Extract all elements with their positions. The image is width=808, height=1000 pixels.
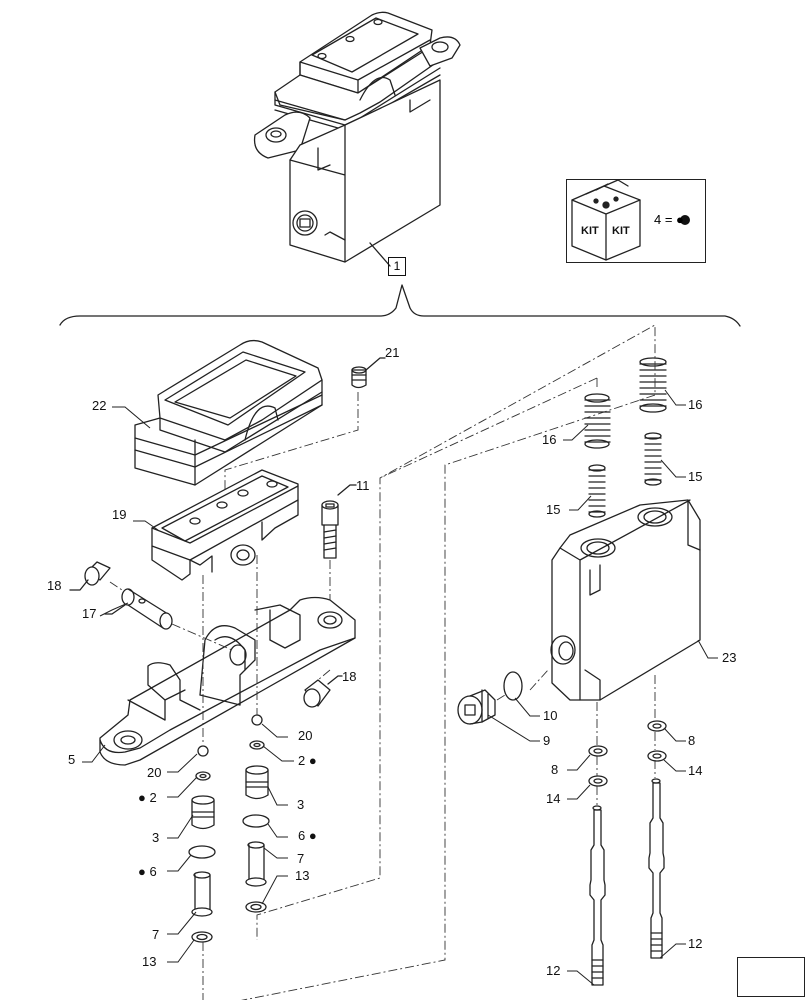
leader-lines bbox=[82, 389, 718, 986]
callout-21: 21 bbox=[385, 345, 400, 360]
callout-3-right: 3 bbox=[297, 797, 305, 812]
callout-19: 19 bbox=[112, 507, 127, 522]
callout-3-left: 3 bbox=[152, 830, 160, 845]
part-11-screw bbox=[321, 500, 339, 559]
centerlines bbox=[109, 324, 656, 1000]
kit-legend-box bbox=[566, 179, 706, 263]
callout-15-right: 15 bbox=[688, 469, 703, 484]
callout-8-left: 8 bbox=[551, 762, 559, 777]
part-12-spool-stems bbox=[589, 778, 665, 986]
callout-13-left: 13 bbox=[142, 954, 157, 969]
part-8-14-rings bbox=[588, 720, 667, 787]
part-5-lever-base bbox=[99, 596, 356, 766]
part-22-cover bbox=[134, 339, 323, 486]
callout-15-left: 15 bbox=[546, 502, 561, 517]
callout-18: 18 bbox=[47, 578, 62, 593]
kit-text-left: KIT bbox=[581, 225, 599, 237]
callout-20-left: 20 bbox=[147, 765, 162, 780]
callout-2-right: 2 ● bbox=[298, 753, 317, 768]
part-16-springs bbox=[584, 357, 667, 449]
callout-8-right: 8 bbox=[688, 733, 696, 748]
callout-18-lower: 18 bbox=[342, 669, 357, 684]
part-15-springs bbox=[588, 432, 662, 518]
callout-20-right: 20 bbox=[298, 728, 313, 743]
part-10-o-ring bbox=[503, 671, 523, 701]
callout-6-left: ● 6 bbox=[138, 864, 157, 879]
callout-13-right: 13 bbox=[295, 868, 310, 883]
right-plunger-stack bbox=[242, 714, 270, 913]
callout-6-right: 6 ● bbox=[298, 828, 317, 843]
callout-11: 11 bbox=[356, 478, 370, 493]
callout-14-left: 14 bbox=[546, 791, 561, 806]
callout-10: 10 bbox=[543, 708, 558, 723]
callout-14-right: 14 bbox=[688, 763, 703, 778]
part-18-bushing-lower bbox=[303, 679, 331, 708]
assembly-label-box: 1 bbox=[388, 257, 406, 276]
navigation-arrow-button[interactable] bbox=[737, 957, 805, 997]
callout-16-right: 16 bbox=[688, 397, 703, 412]
part-9-plug bbox=[457, 689, 496, 725]
part-19-guide-block bbox=[151, 469, 299, 581]
callout-17: 17 bbox=[82, 606, 97, 621]
callout-12-right: 12 bbox=[688, 936, 703, 951]
callout-5: 5 bbox=[68, 752, 76, 767]
part-23-valve-body bbox=[550, 499, 701, 701]
callout-7-left: 7 bbox=[152, 927, 160, 942]
kit-icon bbox=[571, 179, 690, 261]
exploded-view-bracket bbox=[59, 284, 741, 327]
part-21-set-screw bbox=[351, 366, 367, 389]
part-17-pin bbox=[121, 588, 173, 630]
complete-valve-assembly bbox=[253, 11, 461, 263]
callout-12-left: 12 bbox=[546, 963, 561, 978]
left-plunger-stack bbox=[188, 745, 216, 943]
callout-2-left: ● 2 bbox=[138, 790, 157, 805]
callout-22: 22 bbox=[92, 398, 107, 413]
callout-7-right: 7 bbox=[297, 851, 305, 866]
callout-23: 23 bbox=[722, 650, 737, 665]
kit-legend-equation: 4 = ● bbox=[654, 212, 684, 227]
callout-9: 9 bbox=[543, 733, 551, 748]
kit-text-right: KIT bbox=[612, 225, 630, 237]
part-18-bushing bbox=[84, 561, 111, 586]
callout-16-left: 16 bbox=[542, 432, 557, 447]
